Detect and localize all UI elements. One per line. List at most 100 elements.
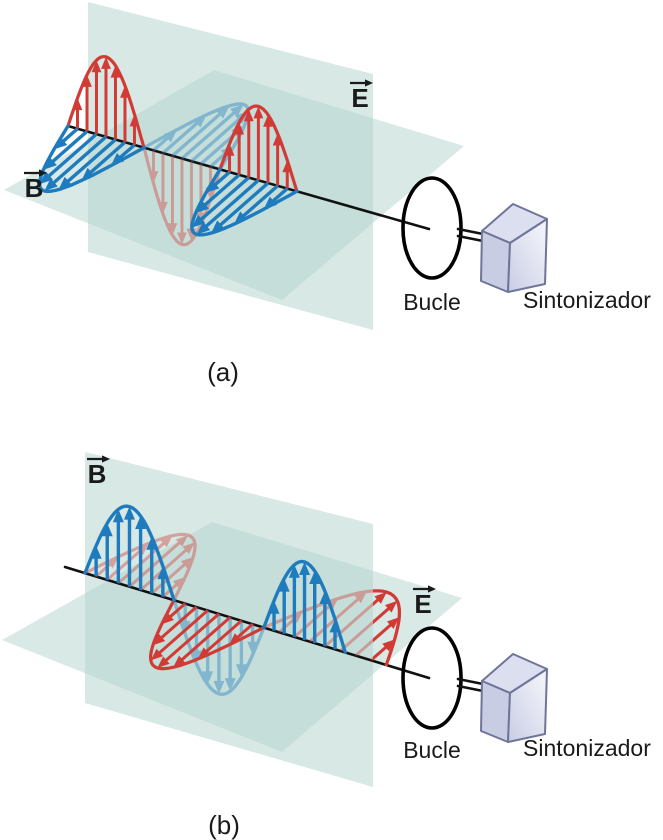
- field-arrow-head: [193, 114, 207, 128]
- field-arrow-head: [290, 611, 303, 624]
- field-arrow-shaft: [87, 140, 127, 176]
- field-arrow-shaft: [203, 179, 260, 230]
- tuner-box: [480, 653, 548, 743]
- field-arrow-head: [190, 650, 202, 664]
- field-arrow-head: [278, 578, 290, 592]
- field-arrow-head: [253, 106, 264, 119]
- tuner-label: Sintonizador: [523, 287, 651, 313]
- wave-envelope: [190, 167, 299, 237]
- field-arrow-head: [387, 617, 400, 629]
- field-arrow-head: [72, 98, 83, 111]
- field-arrow-head: [157, 566, 169, 580]
- front-solid-lobes: [83, 504, 347, 671]
- wave-envelope: [37, 124, 146, 194]
- field-arrow-shaft: [167, 602, 187, 620]
- horizontal-field-letter: E: [414, 589, 431, 619]
- tuner-box-front-face: [507, 218, 548, 293]
- field-arrow-head: [129, 114, 140, 127]
- field-arrow-head: [263, 196, 278, 210]
- field-arrow-head: [319, 590, 331, 604]
- field-arrow-shaft: [49, 130, 89, 165]
- tuner-box-front-face: [507, 668, 548, 743]
- field-arrow-head: [158, 201, 168, 214]
- field-arrow-head: [167, 223, 178, 236]
- field-arrow-head: [247, 641, 259, 655]
- field-arrow-head: [157, 656, 170, 668]
- field-arrow-head: [90, 545, 102, 559]
- tuner-box: [480, 203, 548, 293]
- field-arrow-head: [229, 633, 242, 645]
- field-arrow-shaft: [202, 173, 241, 208]
- wave-envelope: [83, 504, 176, 602]
- field-arrow-head: [39, 171, 53, 185]
- field-arrow-head: [110, 152, 125, 166]
- field-arrow-head: [81, 167, 95, 181]
- field-arrow-shaft: [373, 644, 389, 661]
- field-arrow-head: [195, 200, 210, 214]
- field-arrow-head: [58, 176, 72, 190]
- field-arrow-head: [272, 133, 283, 146]
- field-arrow-head: [152, 633, 166, 646]
- beyond-plane-solid-overlay: [373, 589, 401, 667]
- field-arrow-head: [202, 671, 214, 685]
- e-field-label: E: [350, 79, 373, 113]
- field-arrow-head: [161, 612, 174, 625]
- field-arrow-head: [163, 129, 178, 143]
- field-arrow-head: [110, 65, 121, 78]
- field-arrow-head: [230, 104, 244, 118]
- wave-envelope: [172, 598, 266, 697]
- antenna-wire: [456, 234, 485, 243]
- field-arrow-head: [213, 680, 225, 694]
- field-arrow-head: [120, 85, 130, 98]
- field-arrow-head: [205, 180, 220, 193]
- antenna-wire: [456, 677, 485, 686]
- field-arrow-shaft: [179, 616, 232, 663]
- field-arrow-head: [268, 600, 280, 614]
- tuner-box-side-face: [480, 230, 511, 293]
- field-arrow-head: [173, 577, 186, 589]
- field-arrow-shaft: [198, 176, 250, 223]
- e-field-label: E: [413, 585, 436, 619]
- field-arrow-head: [135, 516, 147, 530]
- field-arrow-shaft: [156, 609, 209, 656]
- field-arrow-head: [112, 509, 124, 523]
- panel-caption: (b): [208, 810, 240, 840]
- wave-envelope: [262, 559, 347, 654]
- field-arrow-shaft: [95, 561, 113, 578]
- field-arrow-head: [288, 564, 300, 578]
- field-arrow-shaft: [150, 561, 188, 595]
- field-arrow-head: [234, 122, 245, 135]
- field-arrow-head: [374, 592, 387, 604]
- propagation-axis: [63, 565, 431, 680]
- field-arrow-head: [101, 523, 113, 537]
- field-arrow-shaft: [180, 109, 238, 160]
- field-arrow-head: [182, 542, 195, 554]
- vector-arrow-icon: [39, 169, 47, 177]
- field-arrow-shaft: [161, 120, 201, 155]
- field-arrow-head: [243, 109, 254, 122]
- field-arrow-head: [150, 648, 164, 661]
- horizontal-field-letter: B: [25, 173, 44, 203]
- field-arrow-head: [354, 591, 367, 604]
- field-arrow-head: [175, 535, 189, 547]
- antenna-wire: [456, 227, 485, 236]
- loop-antenna: [401, 626, 463, 730]
- vertical-field-letter: B: [88, 459, 107, 489]
- panel-a: E B Bucle Sintonizador (a): [4, 2, 651, 387]
- loop-antenna: [401, 176, 463, 280]
- field-arrow-shaft: [212, 170, 231, 188]
- field-arrow-head: [106, 556, 119, 569]
- field-arrow-shaft: [171, 111, 223, 158]
- field-arrow-shaft: [373, 605, 392, 625]
- loop-antenna-fill: [403, 178, 461, 278]
- field-arrow-shaft: [106, 548, 143, 581]
- panel-b: B E Bucle Sintonizador (b): [2, 452, 651, 840]
- wave-envelope: [373, 589, 401, 667]
- field-arrow-head: [160, 535, 173, 548]
- field-arrow-head: [211, 220, 225, 234]
- field-arrow-head: [179, 621, 191, 635]
- field-arrow-head: [234, 211, 248, 225]
- field-arrow-shaft: [203, 619, 243, 655]
- field-arrow-shaft: [117, 143, 136, 161]
